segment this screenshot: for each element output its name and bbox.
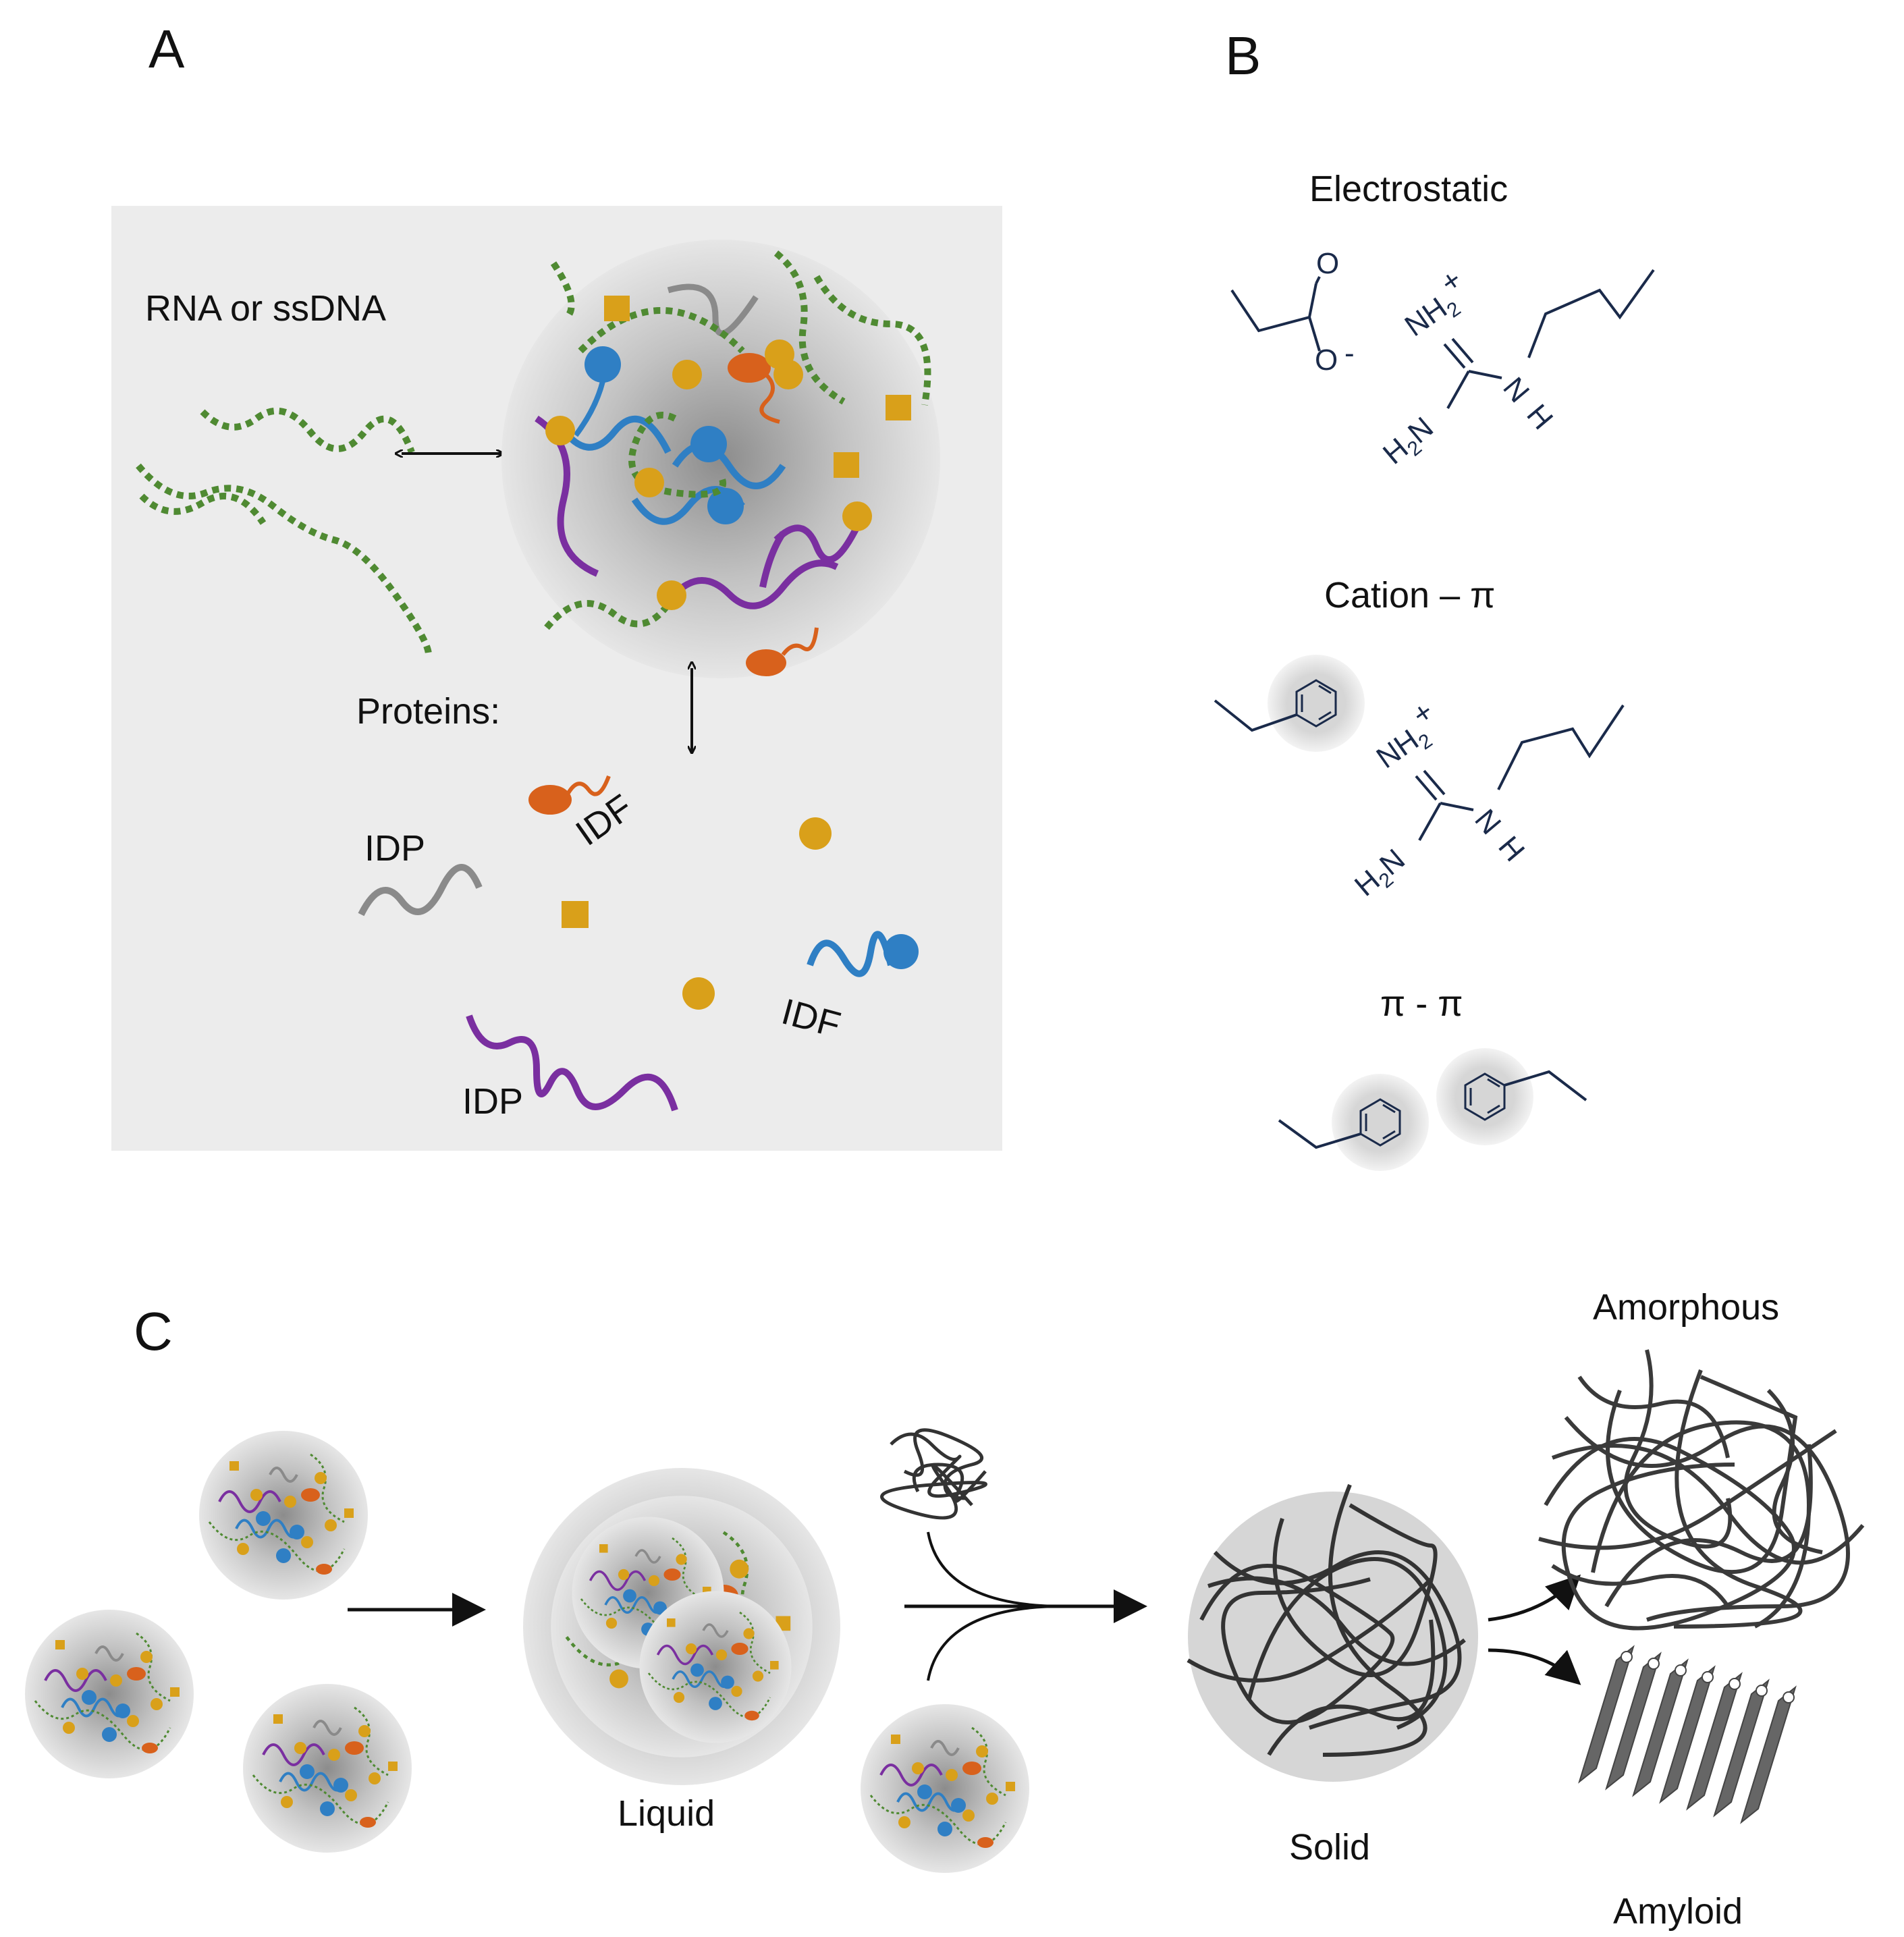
ligand-square-1 [562,901,589,928]
idp-purple [466,1014,678,1112]
rna-ssdna-label: RNA or ssDNA [145,288,386,329]
merge-arrow [904,1531,1147,1681]
idp-gray-label: IDP [364,828,425,869]
ligand-circle-2 [682,977,715,1010]
phenyl-pi-pi-left [1278,1074,1429,1171]
phenyl-pi-pi-right [1436,1048,1587,1145]
guan1-nh2: NH2+ [1390,263,1479,347]
amyloid-label: Amyloid [1613,1891,1743,1932]
idf-orange [528,775,611,815]
guan2-nh: NH [1371,724,1425,775]
guan1-h2n: H2N [1377,411,1442,474]
pi-pi-label: π - π [1380,983,1463,1024]
charge-minus: - [1344,337,1355,370]
atom-o-top: O [1316,247,1339,280]
small-droplet-top [198,1429,369,1601]
electrostatic-label: Electrostatic [1309,169,1508,209]
panel-letter-c: C [134,1301,173,1361]
guan2-h: H [1492,830,1531,868]
panel-b: B Electrostatic O O - NH2+ N H H2N Catio… [1214,26,1655,1171]
free-rna-strands [136,407,432,655]
guan2-h2n: H2N [1349,843,1414,906]
idp-gray [358,864,483,917]
guan1-nh: NH [1399,292,1453,344]
panel-letter-b: B [1225,26,1261,86]
arrow-to-amyloid [1488,1648,1581,1685]
idf-orange-bound [746,627,819,676]
guan1-plus: + [1435,263,1468,300]
guan2-plus: + [1407,694,1440,732]
guan2-nh2: NH2+ [1362,694,1451,779]
cation-pi-label: Cation – π [1324,575,1495,616]
amorphous-label: Amorphous [1593,1287,1779,1328]
guanidinium-structure-2 [1415,704,1625,841]
guan2-n: N [1468,803,1507,841]
liquid-label: Liquid [618,1793,715,1834]
idf-blue [807,931,919,977]
panel-letter-a: A [148,19,185,79]
amyloid-fibril [1578,1645,1797,1824]
guan1-n: N [1496,371,1535,409]
guanidinium-structure-1 [1443,269,1655,409]
small-droplet-left [24,1608,195,1780]
amorphous-aggregate [1538,1349,1865,1631]
carboxylate-structure [1230,276,1321,352]
small-tangle [880,1428,987,1520]
panel-a: A RNA or ssDNA [111,19,1002,1151]
phenyl-cation-pi [1214,655,1365,752]
guan1-h: H [1520,398,1559,436]
solid-droplet [1187,1483,1478,1782]
idp-purple-label: IDP [462,1081,523,1122]
condensate-droplet [501,240,940,678]
proteins-label: Proteins: [356,691,500,732]
small-droplet-merge [859,1703,1031,1874]
atom-o-bottom: O [1315,344,1338,377]
panel-c: C Liquid [24,1287,1865,1932]
ligand-circle-1 [799,817,832,850]
liquid-droplet [523,1468,840,1785]
small-droplet-bottom [242,1683,413,1854]
arrow-to-amorphous [1488,1574,1581,1622]
solid-label: Solid [1289,1827,1370,1867]
